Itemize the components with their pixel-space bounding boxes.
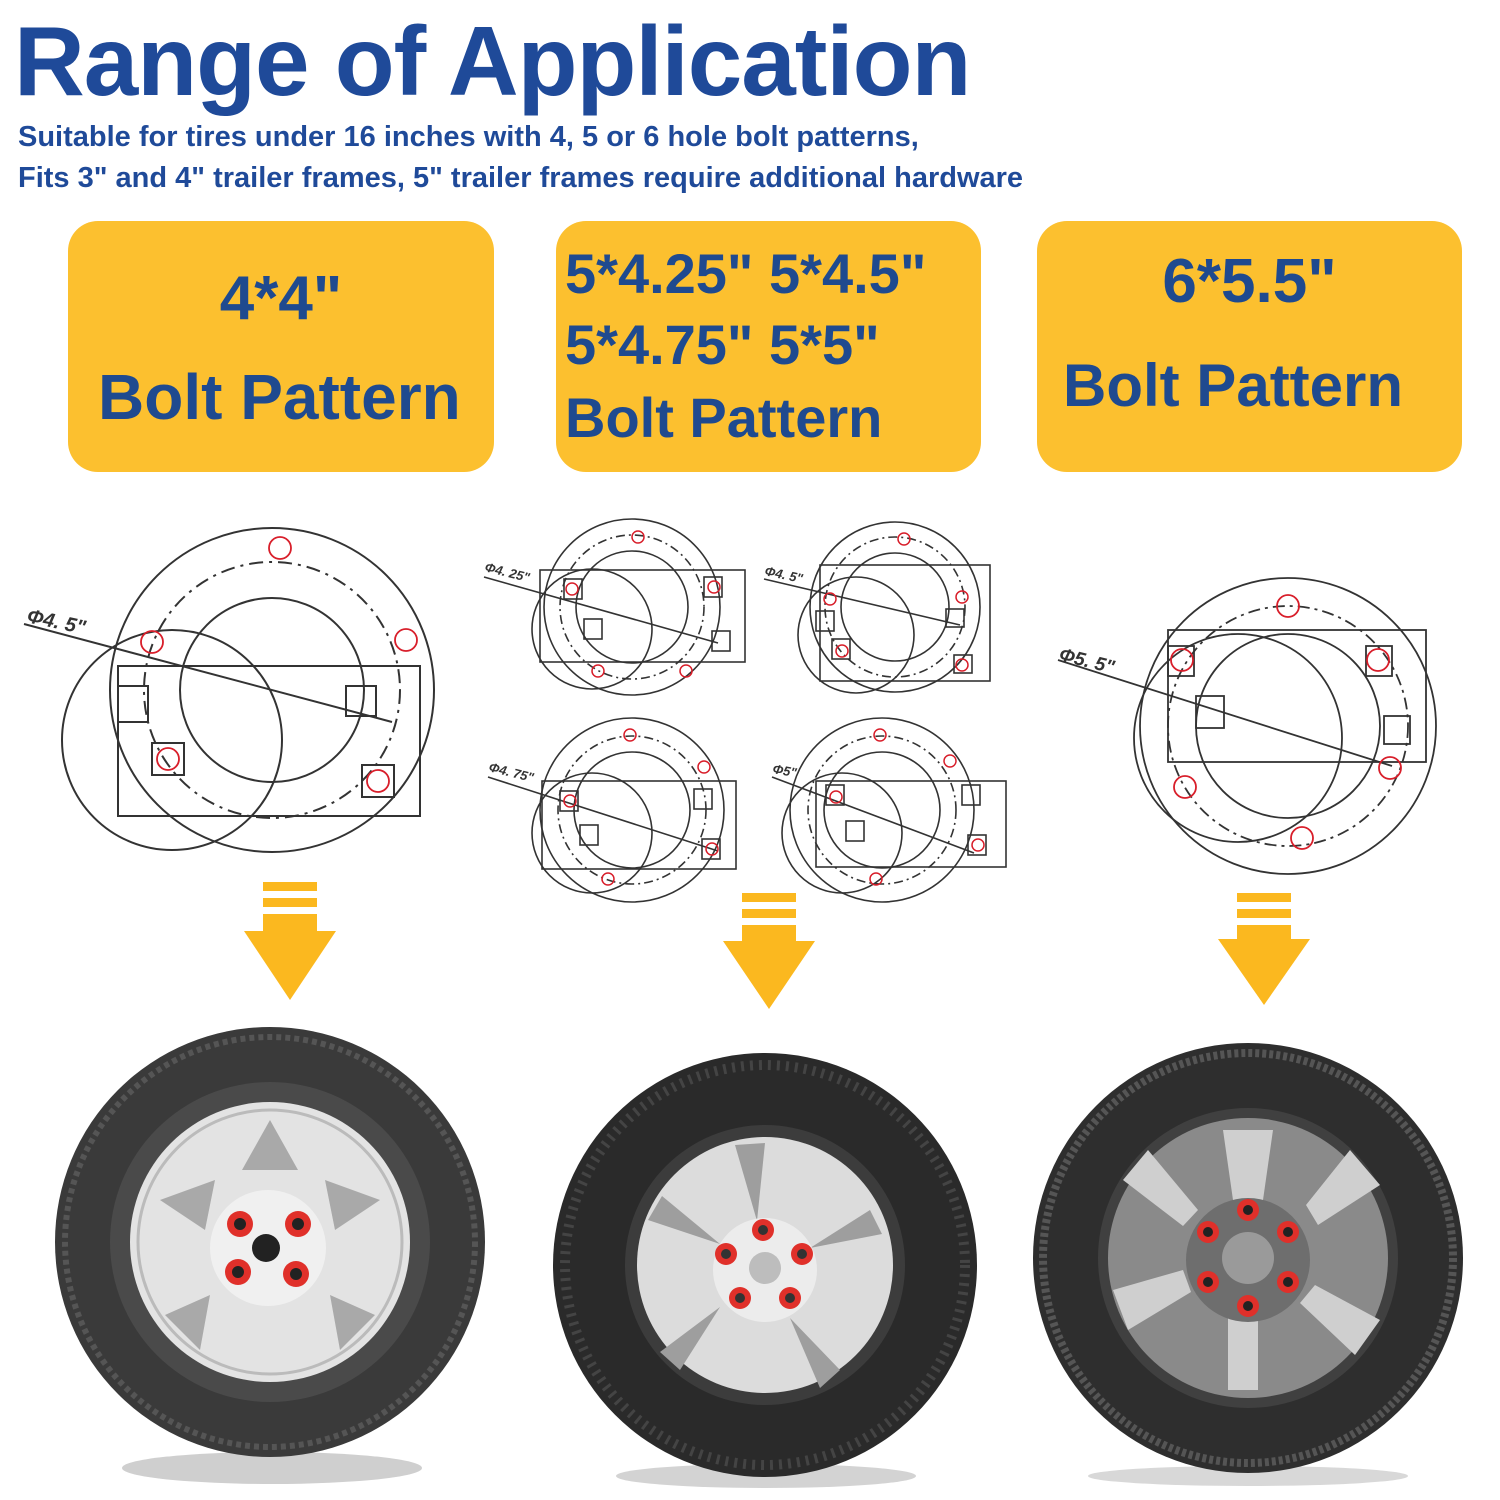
diagram-6x55-bolt-pattern: Φ5. 5" bbox=[1057, 577, 1437, 875]
subtitle-line-1: Suitable for tires under 16 inches with … bbox=[18, 121, 919, 153]
card-1-line-1: 4*4" bbox=[219, 264, 343, 333]
tire-6-lug-image bbox=[1033, 1043, 1463, 1486]
diagram-2c-label: Φ4. 75" bbox=[487, 759, 536, 785]
card-3-line-2: Bolt Pattern bbox=[1063, 352, 1404, 419]
diagram-1-label: Φ4. 5" bbox=[25, 605, 88, 639]
card-4x4-bolt-pattern: 4*4" Bolt Pattern bbox=[68, 221, 494, 472]
subtitle-line-2: Fits 3" and 4" trailer frames, 5" traile… bbox=[18, 162, 1024, 194]
diagram-2a-label: Φ4. 25" bbox=[483, 559, 532, 585]
tire-5-lug-image bbox=[553, 1053, 977, 1488]
card-2-line-2: 5*4.75" 5*5" bbox=[565, 313, 880, 376]
diagram-5-lug-patterns: Φ4. 25" Φ4. 5" Φ4. 75" Φ5" bbox=[483, 518, 1007, 903]
card-5-lug-bolt-patterns: 5*4.25" 5*4.5" 5*4.75" 5*5" Bolt Pattern bbox=[556, 221, 981, 472]
card-2-line-3: Bolt Pattern bbox=[565, 386, 883, 449]
card-3-line-1: 6*5.5" bbox=[1162, 247, 1337, 316]
page-title: Range of Application bbox=[14, 6, 971, 116]
down-arrow-icon bbox=[1218, 893, 1310, 1005]
diagram-2b-label: Φ4. 5" bbox=[763, 563, 805, 586]
down-arrow-icon bbox=[723, 893, 815, 1009]
diagram-3-label: Φ5. 5" bbox=[1057, 644, 1118, 678]
down-arrow-icon bbox=[244, 882, 336, 1000]
card-6x55-bolt-pattern: 6*5.5" Bolt Pattern bbox=[1037, 221, 1462, 472]
card-1-line-2: Bolt Pattern bbox=[98, 361, 461, 433]
card-2-line-1: 5*4.25" 5*4.5" bbox=[565, 242, 927, 305]
diagram-2d-label: Φ5" bbox=[771, 761, 798, 780]
tire-4-lug-image bbox=[55, 1027, 485, 1484]
diagram-4x4-bolt-pattern: Φ4. 5" bbox=[23, 527, 435, 853]
